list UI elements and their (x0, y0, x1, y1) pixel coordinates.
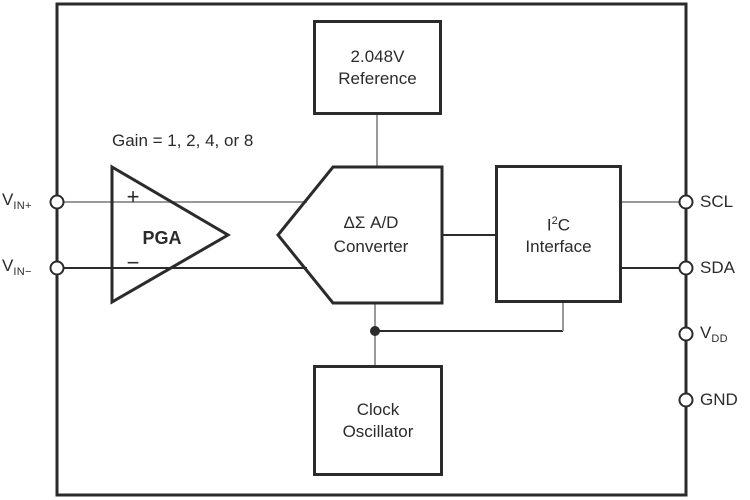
pin-label-scl: SCL (700, 192, 734, 211)
pin-label-vdd: VDD (700, 323, 728, 345)
pin-circle-vdd (678, 326, 694, 342)
pin-label-vin-minus: VIN− (2, 256, 32, 278)
block-clock-oscillator: Clock Oscillator (313, 365, 443, 476)
adc-label-line2: Converter (333, 237, 409, 256)
pin-circle-scl (678, 194, 694, 210)
block-i2c-interface: I2C Interface (495, 165, 622, 303)
adc-label: ΔΣ A/D Converter (300, 211, 442, 259)
pga-plus-sign: + (126, 184, 140, 209)
block-reference: 2.048V Reference (313, 20, 442, 115)
pin-circle-gnd (678, 392, 694, 408)
junction-dot (370, 326, 380, 336)
pin-label-sda: SDA (700, 258, 735, 277)
pga-triangle (110, 164, 231, 305)
pin-circle-sda (678, 260, 694, 276)
pin-circle-vin-minus (49, 260, 65, 276)
adc-label-line1: ΔΣ A/D (343, 213, 399, 232)
pin-label-gnd: GND (700, 390, 738, 409)
pin-circle-vin-plus (49, 194, 65, 210)
i2c-label-line2: Interface (525, 237, 592, 257)
reference-label-line2: Reference (338, 68, 417, 88)
i2c-label-line1: I2C (546, 214, 571, 235)
pga-minus-sign: − (126, 250, 140, 275)
pga-label: PGA (142, 228, 182, 248)
reference-label-line1: 2.048V (350, 46, 405, 66)
adc-pentagon (276, 165, 444, 305)
clock-label-line1: Clock (356, 399, 400, 419)
gain-annotation: Gain = 1, 2, 4, or 8 (112, 131, 254, 150)
pin-label-vin-plus: VIN+ (2, 190, 32, 212)
chip-outline (55, 2, 688, 497)
clock-label-line2: Oscillator (342, 421, 414, 441)
adc-pentagon-fill (278, 167, 442, 303)
